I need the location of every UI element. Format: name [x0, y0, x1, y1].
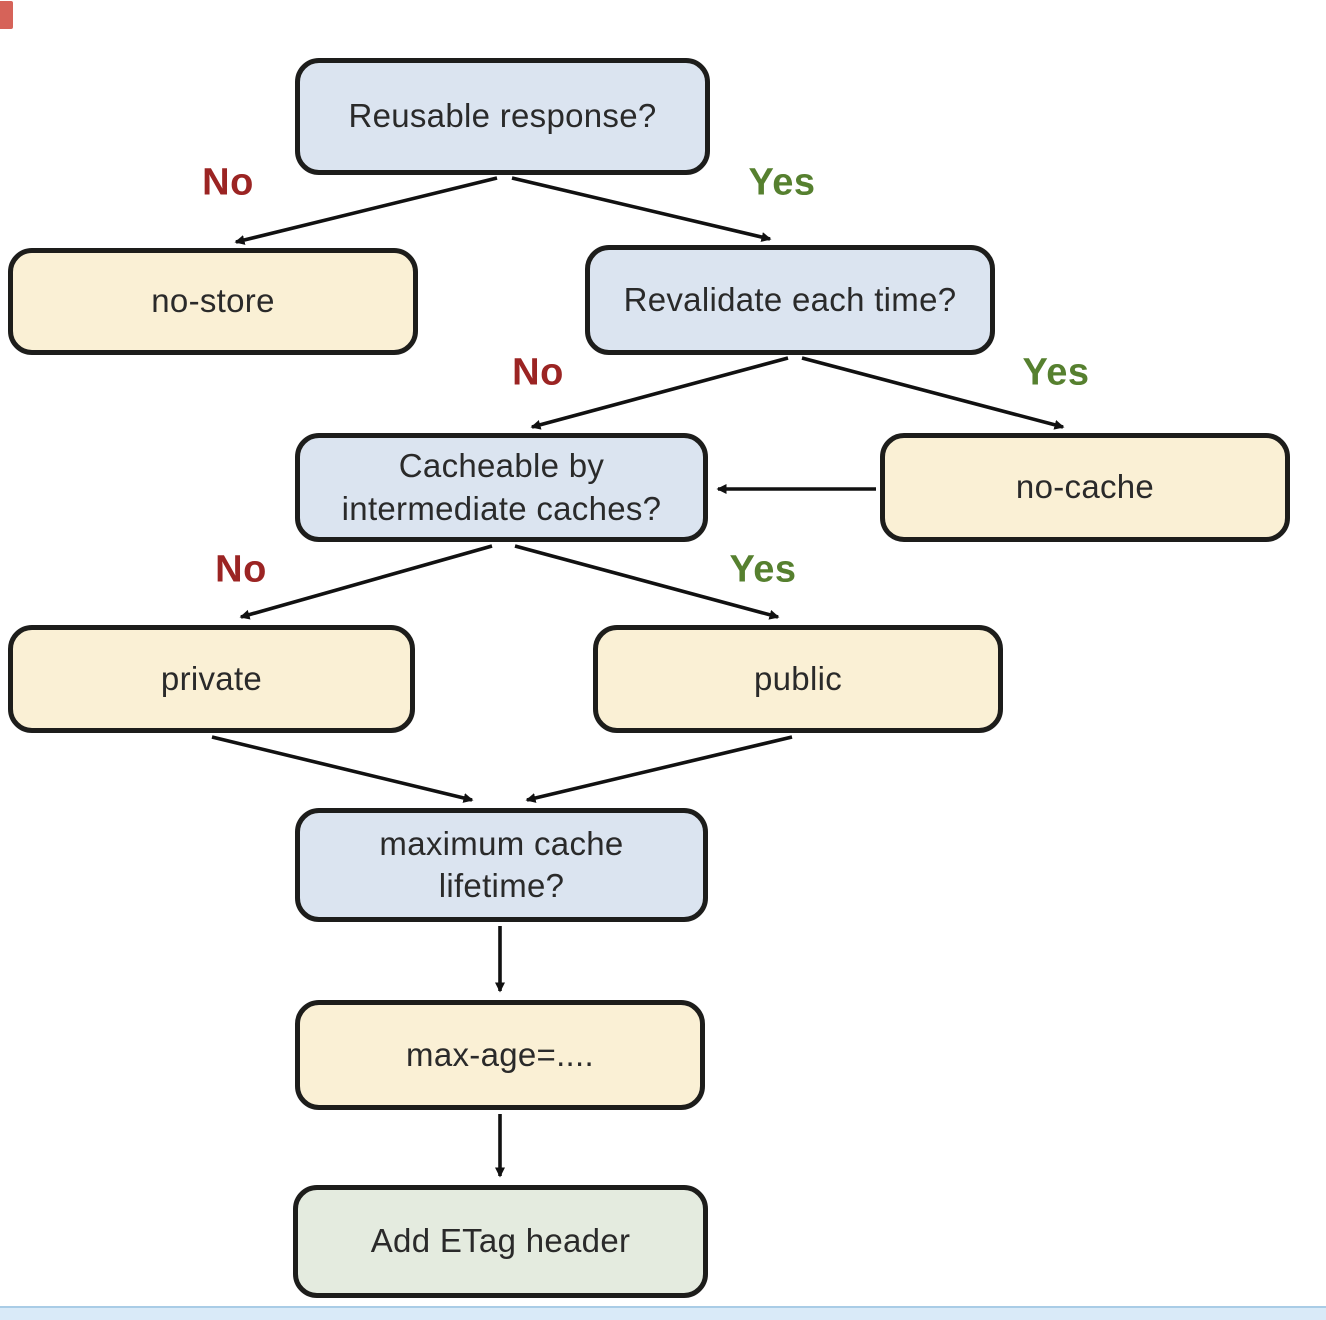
edge-label-no-cacheable: No [215, 548, 267, 591]
edge-label-no-reusable: No [202, 161, 254, 204]
node-maximum-cache-lifetime: maximum cache lifetime? [295, 808, 708, 922]
edge-public-lifetime [525, 735, 793, 803]
node-private-label: private [160, 659, 263, 697]
edge-label-no-revalidate: No [512, 351, 564, 394]
node-reusable-response: Reusable response? [295, 58, 710, 175]
node-max-age: max-age=.... [295, 1000, 705, 1110]
edge-reusable-no-store [234, 176, 498, 245]
node-reusable-response-label: Reusable response? [348, 97, 657, 135]
node-no-store-label: no-store [151, 282, 275, 320]
node-cacheable-by-intermediate-label: Cacheable by intermediate caches? [341, 447, 662, 527]
corner-red-mark [0, 1, 13, 29]
edge-revalidate-cacheable [530, 356, 789, 430]
node-no-cache: no-cache [880, 433, 1290, 542]
node-public: public [593, 625, 1003, 733]
edge-private-lifetime [211, 735, 474, 803]
node-add-etag-header-label: Add ETag header [370, 1222, 631, 1260]
edge-reusable-revalidate [511, 176, 772, 242]
node-no-store: no-store [8, 248, 418, 355]
node-private: private [8, 625, 415, 733]
node-revalidate-each-time-label: Revalidate each time? [623, 280, 957, 318]
node-add-etag-header: Add ETag header [293, 1185, 708, 1298]
node-cacheable-by-intermediate: Cacheable by intermediate caches? [295, 433, 708, 542]
node-no-cache-label: no-cache [1015, 468, 1155, 506]
edge-label-yes-reusable: Yes [748, 161, 816, 204]
edge-label-yes-cacheable: Yes [729, 548, 797, 591]
node-revalidate-each-time: Revalidate each time? [585, 245, 995, 355]
edge-label-yes-revalidate: Yes [1022, 351, 1090, 394]
node-maximum-cache-lifetime-label: maximum cache lifetime? [379, 824, 624, 904]
node-max-age-label: max-age=.... [406, 1035, 594, 1073]
bottom-scroll-strip [0, 1306, 1326, 1320]
node-public-label: public [753, 659, 843, 697]
edge-cacheable-private [239, 544, 493, 620]
